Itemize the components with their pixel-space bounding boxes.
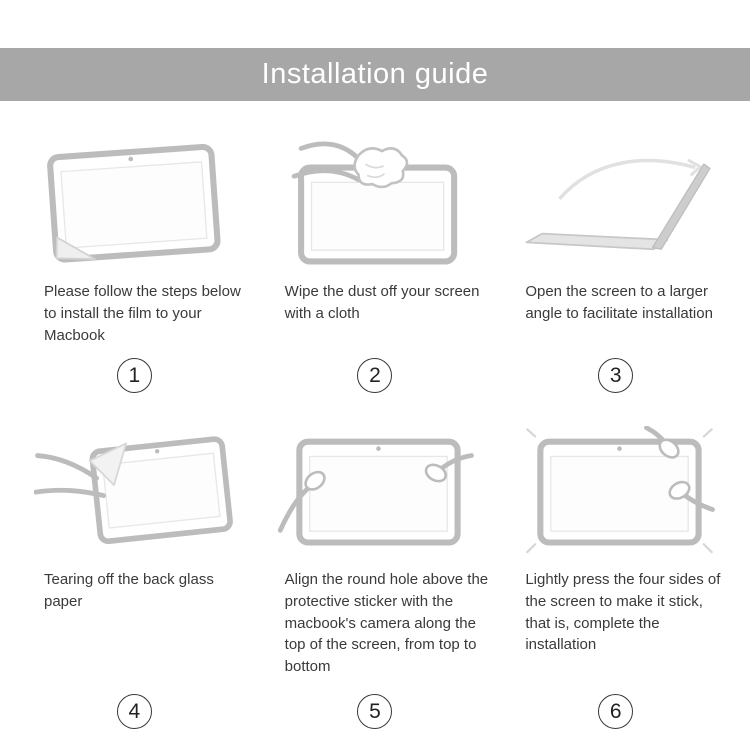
steps-row-2: Tearing off the back glass paper 4 Align… — [0, 426, 750, 729]
wipe-screen-cloth-illustration — [291, 141, 458, 265]
screen-inner — [102, 452, 222, 530]
step-6: Lightly press the four sides of the scre… — [495, 426, 736, 729]
step-2-text: Wipe the dust off your screen with a clo… — [284, 283, 480, 322]
left-hand — [304, 471, 326, 492]
step-5: Align the round hole above the protectiv… — [255, 427, 496, 729]
step-1-text: Please follow the steps below to install… — [44, 283, 241, 344]
camera-dot — [128, 156, 134, 162]
top-hand — [658, 438, 680, 460]
laptop-base — [525, 233, 668, 251]
side-hand — [668, 481, 691, 501]
step-2: Wipe the dust off your screen with a clo… — [255, 129, 496, 393]
peeled-film-corner — [56, 236, 97, 261]
screen-film-peel-illustration — [47, 144, 221, 263]
camera-dot — [376, 446, 381, 452]
open-laptop-wide-illustration — [525, 159, 711, 251]
screen-inner — [309, 456, 448, 533]
step-2-number-badge: 2 — [357, 358, 393, 393]
step-6-illustration-area — [495, 426, 736, 555]
arc-arrowhead — [687, 159, 702, 177]
press-four-sides-illustration — [525, 426, 715, 554]
step-3-text: Open the screen to a larger angle to fac… — [525, 283, 713, 322]
step-1-illustration-area — [14, 129, 255, 267]
step-3: Open the screen to a larger angle to fac… — [495, 129, 736, 393]
step-5-text: Align the round hole above the protectiv… — [284, 571, 489, 675]
step-4-text: Tearing off the back glass paper — [44, 571, 214, 610]
screen-inner — [310, 182, 445, 252]
step-2-illustration-area — [255, 129, 496, 267]
camera-dot — [155, 449, 160, 454]
step-4-number-badge: 4 — [116, 694, 152, 729]
upper-arm — [35, 453, 100, 481]
step-3-illustration-area — [495, 129, 736, 267]
lower-arm — [291, 168, 361, 183]
step-6-number-badge: 6 — [598, 694, 634, 729]
press-corner-ticks — [525, 428, 713, 554]
screen-inner — [549, 456, 689, 533]
left-arm — [277, 484, 313, 534]
header-banner: Installation guide — [0, 48, 750, 101]
step-1: Please follow the steps below to install… — [14, 129, 255, 393]
step-4: Tearing off the back glass paper 4 — [14, 427, 255, 729]
laptop-screen-tilted — [651, 163, 711, 251]
lower-arm — [34, 488, 107, 499]
steps-row-1: Please follow the steps below to install… — [0, 129, 750, 393]
opening-motion-arc — [557, 159, 696, 201]
step-6-text: Lightly press the four sides of the scre… — [525, 571, 721, 654]
upper-arm — [298, 141, 363, 164]
screen-inner — [60, 161, 208, 250]
align-camera-hole-illustration — [277, 438, 474, 546]
step-5-number-badge: 5 — [357, 694, 393, 729]
step-5-illustration-area — [255, 427, 496, 555]
camera-dot — [616, 446, 622, 452]
step-4-illustration-area — [14, 427, 255, 555]
cloth-folds — [364, 163, 386, 179]
tear-back-paper-illustration — [34, 436, 234, 545]
peeling-paper-flap — [89, 442, 128, 487]
step-1-number-badge: 1 — [116, 358, 152, 393]
step-3-number-badge: 3 — [598, 358, 634, 393]
page-title: Installation guide — [261, 58, 489, 90]
right-hand — [424, 463, 447, 483]
